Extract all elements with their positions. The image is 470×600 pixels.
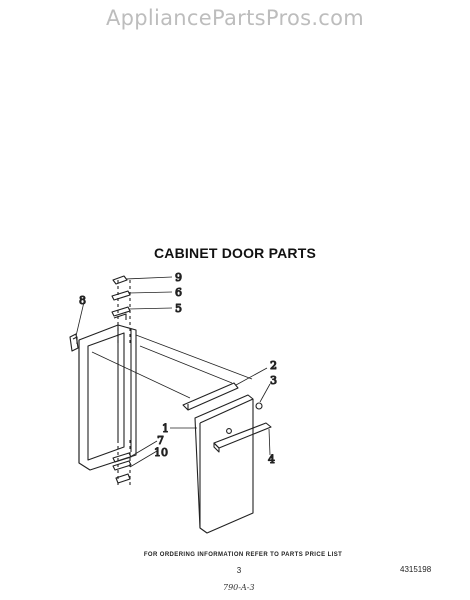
upper-hinge-parts [111, 275, 131, 320]
callout-8: 8 [79, 294, 86, 307]
document-number: 4315198 [400, 565, 432, 574]
callout-7: 7 [157, 434, 164, 447]
callout-3: 3 [270, 374, 277, 387]
callout-4: 4 [268, 453, 275, 466]
door-handle [213, 402, 272, 453]
door-frame [78, 324, 137, 471]
callout-9: 9 [175, 271, 182, 284]
leader-lines [75, 276, 271, 468]
callout-2: 2 [270, 359, 277, 372]
diagram-title: CABINET DOOR PARTS [153, 245, 316, 261]
lower-hinge-parts [112, 452, 132, 484]
callout-1: 1 [162, 422, 169, 435]
door-panel [194, 394, 254, 534]
handwritten-mark: 790-A-3 [223, 583, 255, 592]
page-number: 3 [236, 566, 242, 575]
ordering-note: FOR ORDERING INFORMATION REFER TO PARTS … [143, 552, 343, 558]
callout-5: 5 [175, 302, 182, 315]
callout-10: 10 [154, 446, 168, 459]
callout-6: 6 [175, 286, 182, 299]
watermark: AppliancePartsPros.com [105, 6, 365, 30]
trim-strip [182, 382, 239, 411]
side-bracket [69, 333, 79, 352]
alignment-lines [91, 334, 253, 399]
